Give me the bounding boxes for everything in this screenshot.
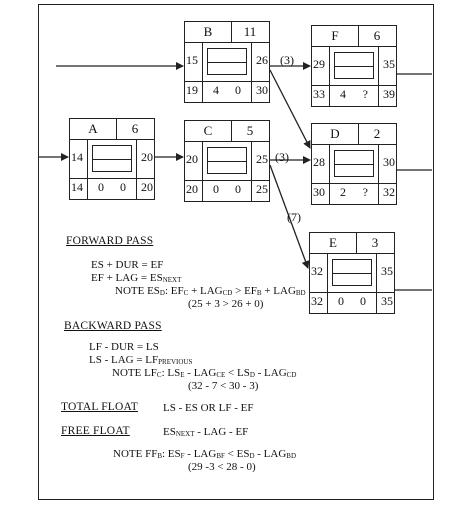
forward-formula-2: EF + LAG = ESNEXT [91,272,182,284]
activity-name: F [312,26,359,46]
total-float-formula: LS - ES OR LF - EF [163,402,254,414]
backward-formula-2: LS - LAG = LFPREVIOUS [89,354,193,366]
arrow-b-d [269,69,311,149]
late-finish: 35 [381,294,393,308]
total-float-heading: TOTAL FLOAT [61,401,138,413]
backward-calc: (32 - 7 < 30 - 3) [188,380,259,392]
arrow-c-e [269,164,310,269]
free-float-formula: ESNEXT - LAG - EF [163,426,249,438]
early-start: 28 [313,155,325,169]
early-finish: 30 [383,155,395,169]
free-float: 0 [120,180,126,194]
backward-note: NOTE LFC: LSE - LAGCE < LSD - LAGCD [112,367,297,379]
late-start: 33 [313,87,325,101]
late-start: 30 [313,185,325,199]
activity-duration: 11 [243,24,257,39]
late-start: 14 [71,180,83,194]
early-finish: 25 [256,152,268,166]
free-float: ? [362,87,368,101]
early-finish: 20 [141,150,153,164]
early-finish: 35 [381,264,393,278]
lag-label-bf: (3) [280,53,294,67]
activity-name: D [312,124,359,144]
activity-duration: 2 [373,126,381,141]
early-finish: 26 [256,53,268,67]
late-finish: 32 [383,185,395,199]
late-start: 32 [311,294,323,308]
free-float: 0 [235,83,241,97]
activity-duration: 6 [373,28,381,43]
forward-note: NOTE ESD: EFC + LAGCD > EFB + LAGBD [115,285,306,297]
lag-label-ce: (7) [287,210,301,224]
forward-calc: (25 + 3 > 26 + 0) [188,298,264,310]
late-start: 20 [186,182,198,196]
total-float: 2 [340,185,346,199]
activity-duration: 5 [246,123,254,138]
early-start: 20 [186,152,198,166]
activity-name: E [310,233,357,253]
activity-name: B [185,22,232,42]
activity-node-b: B 11 15 26 19 30 4 0 [184,21,270,103]
activity-name: A [70,119,117,139]
early-start: 14 [71,150,83,164]
early-start: 29 [313,57,325,71]
free-float: ? [362,185,368,199]
total-float: 0 [338,294,344,308]
activity-duration: 6 [131,121,139,136]
late-finish: 30 [256,83,268,97]
backward-formula-1: LF - DUR = LS [89,341,159,353]
activity-name: C [185,121,232,141]
early-start: 15 [186,53,198,67]
late-finish: 25 [256,182,268,196]
early-finish: 35 [383,57,395,71]
free-float: 0 [235,182,241,196]
early-start: 32 [311,264,323,278]
page-frame [38,4,434,500]
free-float-heading: FREE FLOAT [61,425,130,437]
late-finish: 20 [141,180,153,194]
free-float: 0 [360,294,366,308]
total-float: 0 [98,180,104,194]
total-float: 4 [340,87,346,101]
forward-pass-heading: FORWARD PASS [66,235,154,247]
free-float-note: NOTE FFB: ESF - LAGBF < ESD - LAGBD [113,448,297,460]
total-float: 4 [213,83,219,97]
late-finish: 39 [383,87,395,101]
lag-label-cd: (3) [275,150,289,164]
forward-formula-1: ES + DUR = EF [91,259,164,271]
activity-duration: 3 [371,235,379,250]
backward-pass-heading: BACKWARD PASS [64,320,162,332]
free-float-calc: (29 -3 < 28 - 0) [188,461,256,473]
total-float: 0 [213,182,219,196]
late-start: 19 [186,83,198,97]
